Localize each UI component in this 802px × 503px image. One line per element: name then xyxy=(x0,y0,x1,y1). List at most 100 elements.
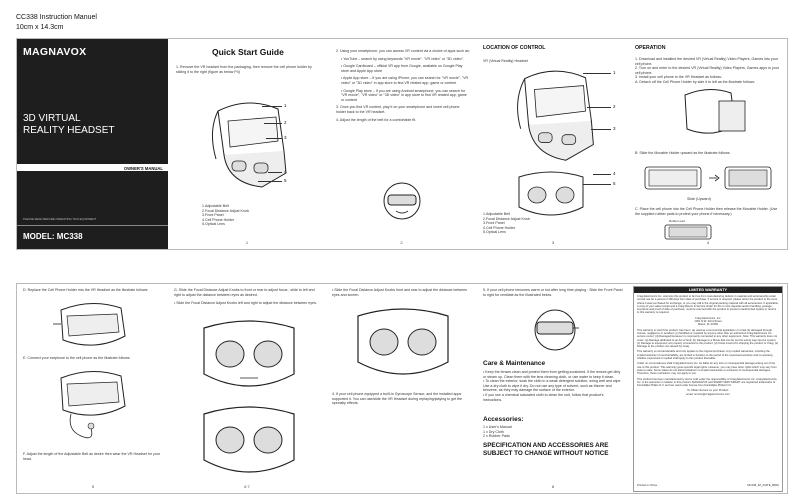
step-e: E. Connect your earphone to the cell pho… xyxy=(23,356,131,360)
callout-3: 3 xyxy=(284,135,287,140)
printed-in: Printed in China xyxy=(637,483,657,488)
step-gyroscope: 4. If your cell phone equipped a built-i… xyxy=(332,392,463,406)
location-parts-list: 1.Adjustable Belt 2.Focal Distance Adjus… xyxy=(483,212,530,235)
ventilate-illustration xyxy=(534,309,579,351)
page-number: 3 xyxy=(551,240,555,245)
warranty-address-line: Craig Electronics, Inc. xyxy=(694,316,722,320)
operation-title: OPERATION xyxy=(635,45,666,51)
care-item: • If you use a chemical saturated cloth … xyxy=(483,392,604,402)
connect-earphone-illustration xyxy=(60,371,126,439)
headset-illustration xyxy=(212,102,287,188)
callout-line xyxy=(264,123,282,124)
app-apple: • Apple App store – If you are using iPh… xyxy=(341,76,469,85)
step-ventilate: 5. If your cell phone becomes warm or ho… xyxy=(483,288,623,297)
location-callout-3: 3 xyxy=(613,126,616,131)
doc-code: MC338_IM_(DATE_BRD) xyxy=(747,483,779,488)
warranty-para-5: This product has been manufactured by an… xyxy=(637,377,778,388)
callout-line xyxy=(587,107,611,108)
location-subtitle: VR (Virtual Reality) Headset xyxy=(483,59,528,63)
location-headset-illustration xyxy=(517,70,594,161)
operation-step-1: 1. Download and installed the desired VR… xyxy=(635,57,778,66)
step-3: 3. Once you find VR content, play it on … xyxy=(336,105,460,114)
page-number: 1 xyxy=(245,240,249,245)
callout-1: 1 xyxy=(284,103,287,108)
cover-panel: MAGNAVOX 3D VIRTUAL REALITY HEADSET OWNE… xyxy=(16,38,170,250)
page-5: D. Replace the Cell Phone Holder into th… xyxy=(16,283,170,494)
parts-list: 1.Adjustable Belt 2.Focal Distance Adjus… xyxy=(202,204,249,227)
warranty-box: LIMITED WARRANTY Craig Electronics Inc. … xyxy=(633,286,783,492)
part-item: 5.Optical Lens xyxy=(483,230,506,235)
warranty-address-line: 1001 N.W. 22nd Street xyxy=(694,320,722,324)
detach-holder-illustration xyxy=(684,89,746,134)
part-item: 1.Adjustable Belt xyxy=(202,204,229,208)
operation-step-2: 2. Turn on and enter to the desired VR (… xyxy=(635,66,779,75)
warranty-para-4: Under no circumstances shall Craig Elect… xyxy=(637,362,777,376)
slide-holder-illustration xyxy=(644,166,772,190)
care-item: • To clean the exterior, soak the cloth … xyxy=(483,379,622,393)
location-title: LOCATION OF CONTROL xyxy=(483,45,546,51)
focal-adjust-illustration-1 xyxy=(203,320,295,387)
cover-title-line2: REALITY HEADSET xyxy=(23,125,115,136)
callout-4: 4 xyxy=(284,169,287,174)
cover-divider xyxy=(17,225,169,226)
callout-line xyxy=(591,129,611,130)
page-1-quick-start: Quick Start Guide 1. Remove the VR heads… xyxy=(168,38,327,250)
wearing-headset-illustration xyxy=(383,182,421,220)
step-d: D. Replace the Cell Phone Holder into th… xyxy=(23,288,149,292)
part-item: 1.Adjustable Belt xyxy=(483,212,510,216)
brand-logo: MAGNAVOX xyxy=(23,46,87,58)
slide-upward-label: Slide (Upward) xyxy=(687,197,711,201)
part-item: 2.Focal Distance Adjust Knob xyxy=(202,208,249,213)
location-callout-1: 1 xyxy=(613,70,616,75)
app-youtube: • YouTube – search by using keywords "VR… xyxy=(341,56,464,61)
phone-in-holder-illustration xyxy=(664,224,712,240)
part-item: 5.Optical Lens xyxy=(202,222,225,227)
page-8: 5. If your cell phone becomes warm or ho… xyxy=(477,283,630,494)
doc-title: CC338 Instruction Manuel xyxy=(16,14,97,21)
accessories-title: Accessories: xyxy=(483,416,524,423)
page-6-7: G. Slide the Focal Distance Adjust Knobs… xyxy=(168,283,327,494)
operation-step-3: 3. Install your cell phone to the VR Hea… xyxy=(635,75,722,80)
callout-line xyxy=(258,181,282,182)
page-number: 2 xyxy=(400,240,403,245)
part-item: 3.Front Panel xyxy=(202,213,224,218)
focal-bullet-2: • Slide the Focal Distance Adjust Knobs … xyxy=(332,288,468,297)
callout-line xyxy=(262,106,282,107)
spec-notice-line2: SUBJECT TO CHANGE WITHOUT NOTICE xyxy=(483,450,609,457)
quick-start-title: Quick Start Guide xyxy=(212,47,284,57)
part-item: 4.Cell Phone Holder xyxy=(202,217,235,222)
warranty-contact-1: To Obtain Service on your Product: xyxy=(687,389,729,393)
callout-line xyxy=(266,138,282,139)
page-4-operation: OPERATION 1. Download and installed the … xyxy=(629,38,788,250)
warranty-para-1: Craig Electronics Inc. warrants this pro… xyxy=(637,295,779,315)
owners-manual-bar: OWNER'S MANUAL xyxy=(17,164,169,171)
page-number: 5 xyxy=(91,484,95,489)
app-google-play: • Google Play store – If you are using A… xyxy=(341,88,467,102)
page-number: 6 7 xyxy=(244,484,250,489)
doc-size: 10cm x 14.3cm xyxy=(16,24,64,31)
warranty-contact-2: email: service@craigelectronics.com xyxy=(686,392,730,396)
callout-line xyxy=(268,172,282,173)
location-headset-rear-illustration xyxy=(518,171,584,216)
step-4: 4. Adjust the length of the belt for a c… xyxy=(336,117,417,122)
spec-notice-line1: SPECIFICATION AND ACCESSORIES ARE xyxy=(483,442,609,449)
callout-2: 2 xyxy=(284,120,287,125)
quick-start-step1: 1. Remove the VR headset from the packag… xyxy=(176,65,312,74)
callout-line xyxy=(583,73,611,74)
location-callout-4: 4 xyxy=(613,171,616,176)
page-2: 2. Using your smartphone, you can access… xyxy=(326,38,478,250)
callout-line xyxy=(593,174,611,175)
location-callout-2: 2 xyxy=(613,104,616,109)
step-g: G. Slide the Focal Distance Adjust Knobs… xyxy=(174,288,315,297)
accessory-item: 1 x User's Manual xyxy=(483,425,512,429)
location-callout-5: 5 xyxy=(613,181,616,186)
callout-5: 5 xyxy=(284,178,287,183)
warranty-para-3: This warranty is nontransferable and onl… xyxy=(637,350,774,361)
operation-step-c: C. Place the cell phone into the Cell Ph… xyxy=(635,207,778,216)
callout-line xyxy=(577,184,611,185)
warranty-title: LIMITED WARRANTY xyxy=(634,287,782,293)
accessory-item: 1 x Dry Cloth xyxy=(483,429,504,434)
app-cardboard: • Google Cardboard – official VR app fro… xyxy=(341,64,463,73)
page-number: 8 xyxy=(551,484,555,489)
step-2: 2. Using your smartphone, you can access… xyxy=(336,49,470,53)
